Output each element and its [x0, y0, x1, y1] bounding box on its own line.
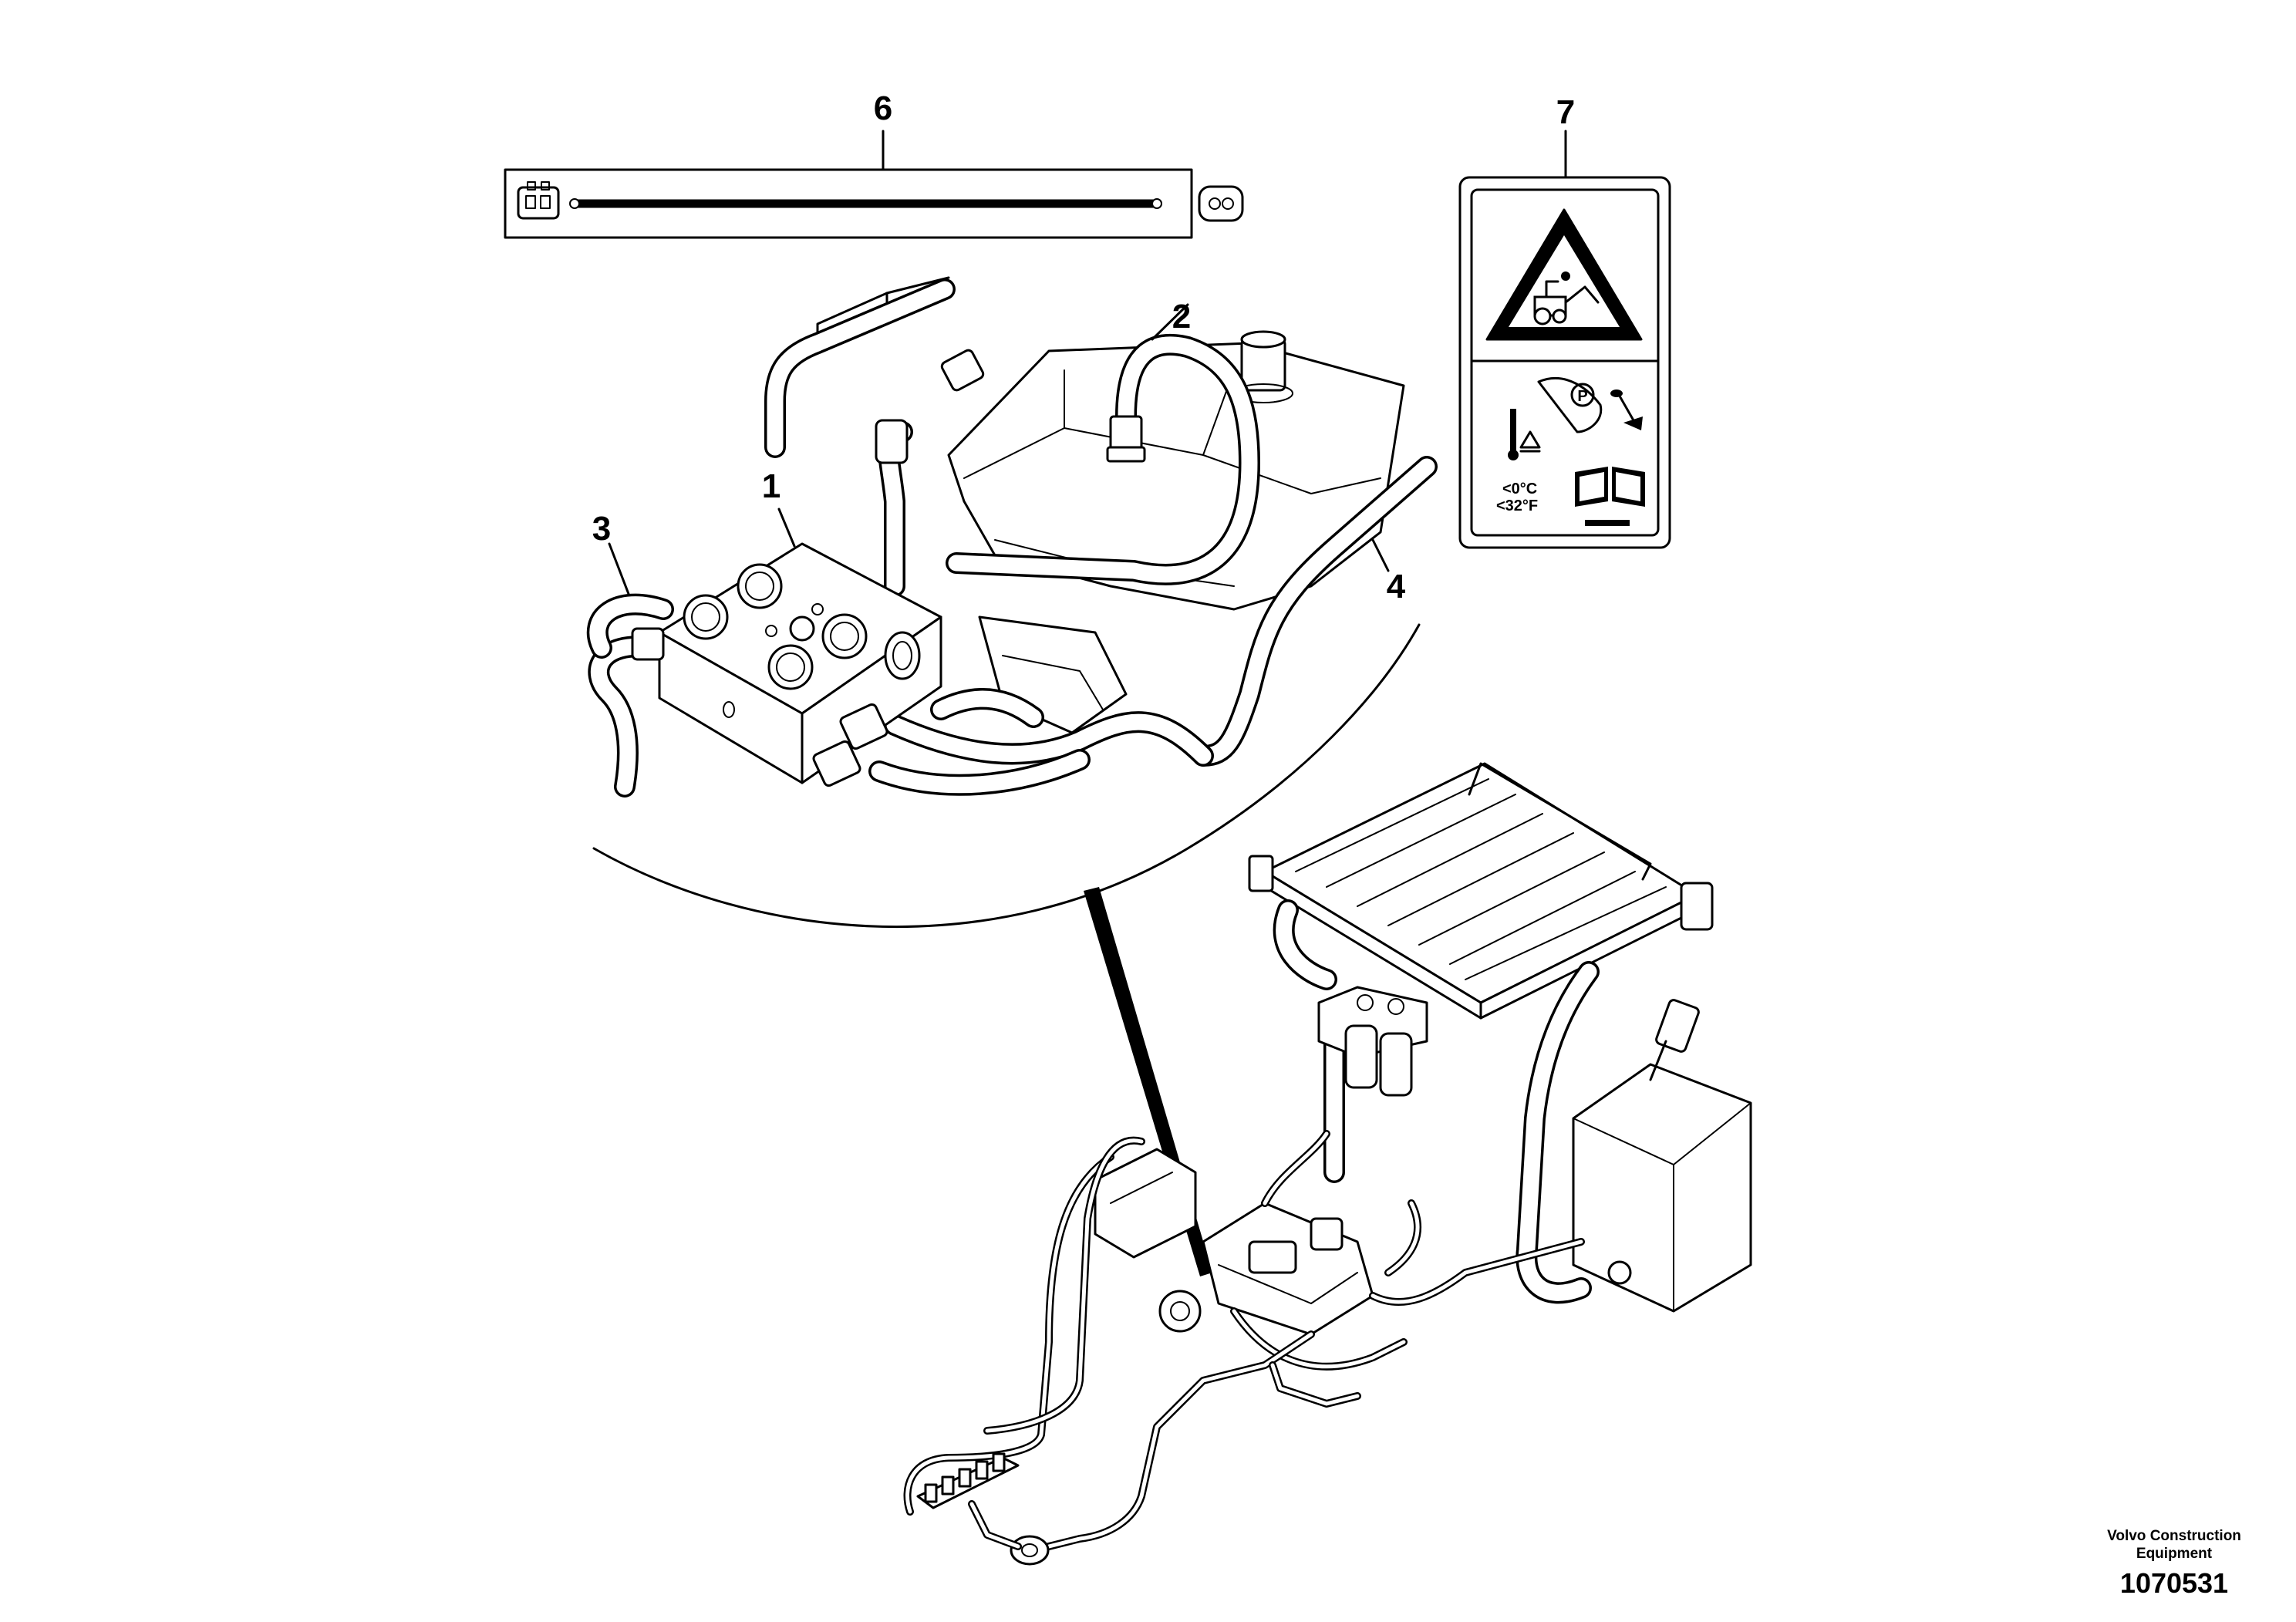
lever-icon	[1610, 389, 1643, 430]
item-7-warning-decal: 7 P	[1458, 93, 1671, 549]
document-number: 1070531	[2119, 1567, 2229, 1599]
item-6-cable-harness: 6	[504, 89, 1244, 239]
position-label-1: 1	[762, 467, 781, 505]
publisher-footer: Volvo Construction Equipment 1070531	[2082, 1527, 2267, 1601]
overall-assembly	[903, 762, 1752, 1566]
brand-line-1: Volvo Construction	[2107, 1528, 2241, 1544]
position-label-7: 7	[1556, 93, 1575, 131]
detail-view: 2 4 3	[586, 276, 1438, 929]
thermometer-icon	[1508, 409, 1541, 460]
parking-brake-icon: P	[1537, 377, 1603, 433]
temp-fahrenheit: <32°F	[1496, 497, 1538, 514]
machine-pictogram-icon	[1533, 271, 1600, 325]
park-letter: P	[1577, 388, 1587, 405]
valve-block: 1	[631, 467, 942, 787]
brand-line-2: Equipment	[2136, 1546, 2213, 1562]
manual-book-icon	[1575, 467, 1645, 507]
position-label-4: 4	[1387, 568, 1406, 605]
position-label-3: 3	[592, 510, 611, 548]
position-label-6: 6	[874, 89, 892, 127]
temp-celsius: <0°C	[1502, 481, 1537, 497]
position-label-2: 2	[1172, 298, 1191, 336]
